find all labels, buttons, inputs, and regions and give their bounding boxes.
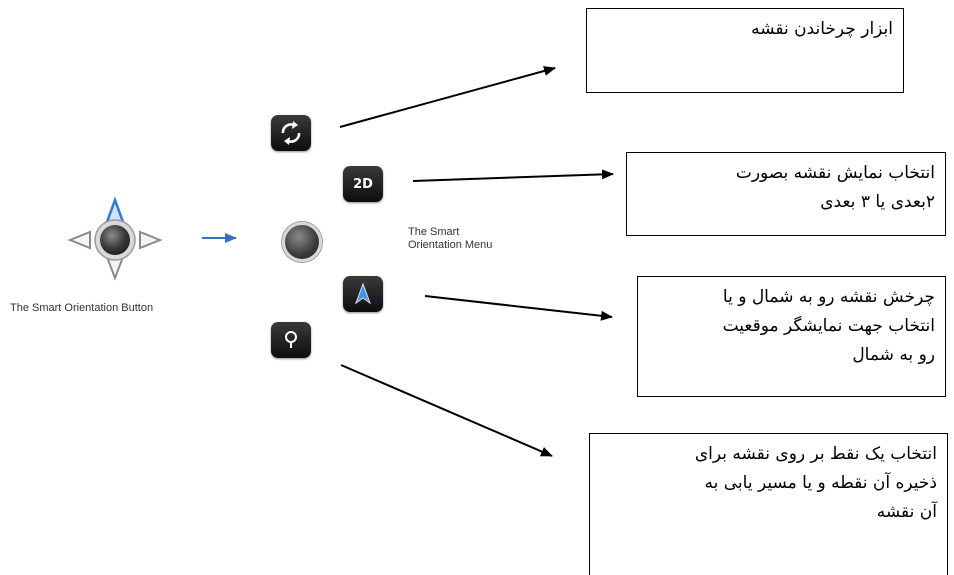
north-orientation-box: چرخش نقشه رو به شمال و یا انتخاب جهت نما… — [637, 276, 946, 397]
menu-caption-line2: Orientation Menu — [408, 239, 493, 251]
drop-pin-button[interactable] — [271, 322, 311, 358]
2d-label: 2D — [353, 176, 373, 192]
rotate-box-line: ابزار چرخاندن نقشه — [751, 19, 893, 39]
north-box-line-3: رو به شمال — [852, 345, 935, 365]
pin-box-line-3: آن نقشه — [876, 502, 937, 522]
arrow-to-north-box — [424, 295, 613, 321]
smart-orientation-button[interactable] — [60, 190, 170, 290]
up-arrow-icon — [105, 196, 125, 224]
view-mode-box: انتخاب نمایش نقشه بصورت ۲بعدی یا ۳ بعدی — [626, 152, 946, 236]
north-box-line-2: انتخاب جهت نمایشگر موقعیت — [722, 316, 935, 336]
menu-caption-line1: The Smart — [408, 226, 460, 238]
arrow-to-rotate-box — [339, 66, 556, 128]
pin-icon — [285, 331, 297, 348]
drop-pin-box: انتخاب یک نقط بر روی نقشه برای ذخیره آن … — [589, 433, 948, 575]
pin-box-line-1: انتخاب یک نقط بر روی نقشه برای — [694, 444, 937, 464]
view-mode-box-line-1: انتخاب نمایش نقشه بصورت — [735, 163, 935, 183]
arrow-to-pin-box — [340, 364, 553, 457]
smart-orientation-button-caption: The Smart Orientation Button — [10, 302, 154, 314]
menu-center-button[interactable] — [282, 222, 322, 262]
rotate-map-button[interactable] — [271, 115, 311, 151]
pin-box-line-2: ذخیره آن نقطه و یا مسیر یابی به — [704, 473, 937, 493]
rotate-icon — [281, 121, 301, 145]
view-mode-box-line-2: ۲بعدی یا ۳ بعدی — [820, 192, 935, 212]
2d-3d-toggle-button[interactable]: 2D — [343, 166, 383, 202]
north-arrow-icon — [354, 282, 372, 305]
arrow-to-view-mode-box — [412, 169, 614, 182]
north-up-button[interactable] — [343, 276, 383, 312]
left-arrow-icon — [67, 230, 91, 250]
north-box-line-1: چرخش نقشه رو به شمال و یا — [722, 287, 935, 307]
rotate-tool-box: ابزار چرخاندن نقشه — [586, 8, 904, 93]
right-arrow-icon — [139, 230, 163, 250]
